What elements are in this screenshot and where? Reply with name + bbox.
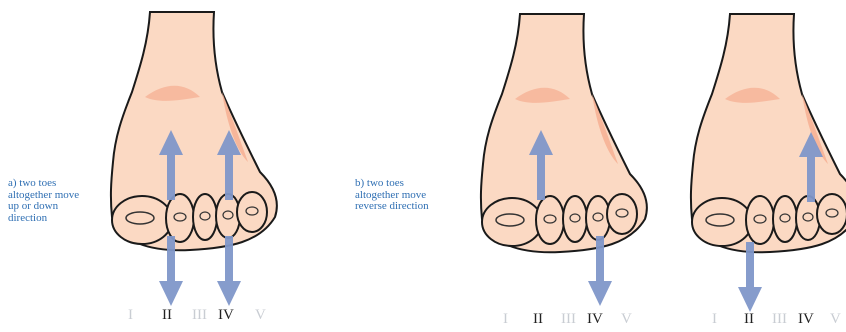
toe-label-ii: II xyxy=(744,312,772,327)
toe-label-v: V xyxy=(255,308,266,323)
toe-label-iv: IV xyxy=(587,312,621,327)
caption-b-line-3: reverse direction xyxy=(355,201,429,213)
foot-panel-b2 xyxy=(691,14,846,252)
caption-a-line-1: a) two toes xyxy=(8,178,79,190)
caption-a-line-3: up or down xyxy=(8,201,79,213)
toe-label-iii: III xyxy=(192,308,218,323)
toe-label-i: I xyxy=(503,312,533,327)
toe-label-i: I xyxy=(712,312,744,327)
toe-label-ii: II xyxy=(533,312,561,327)
toe-label-iv: IV xyxy=(798,312,830,327)
foot-panel-b1 xyxy=(481,14,647,252)
caption-a: a) two toes altogether move up or down d… xyxy=(8,178,79,224)
caption-b-line-1: b) two toes xyxy=(355,178,429,190)
toe-label-iv: IV xyxy=(218,308,255,323)
toe-label-i: I xyxy=(128,308,162,323)
toe-label-ii: II xyxy=(162,308,192,323)
toe-label-iii: III xyxy=(772,312,798,327)
caption-a-line-4: direction xyxy=(8,213,79,225)
toe-label-iii: III xyxy=(561,312,587,327)
foot-panel-a xyxy=(111,12,277,250)
toe-label-v: V xyxy=(830,312,841,327)
caption-b: b) two toes altogether move reverse dire… xyxy=(355,178,429,213)
toe-label-v: V xyxy=(621,312,632,327)
